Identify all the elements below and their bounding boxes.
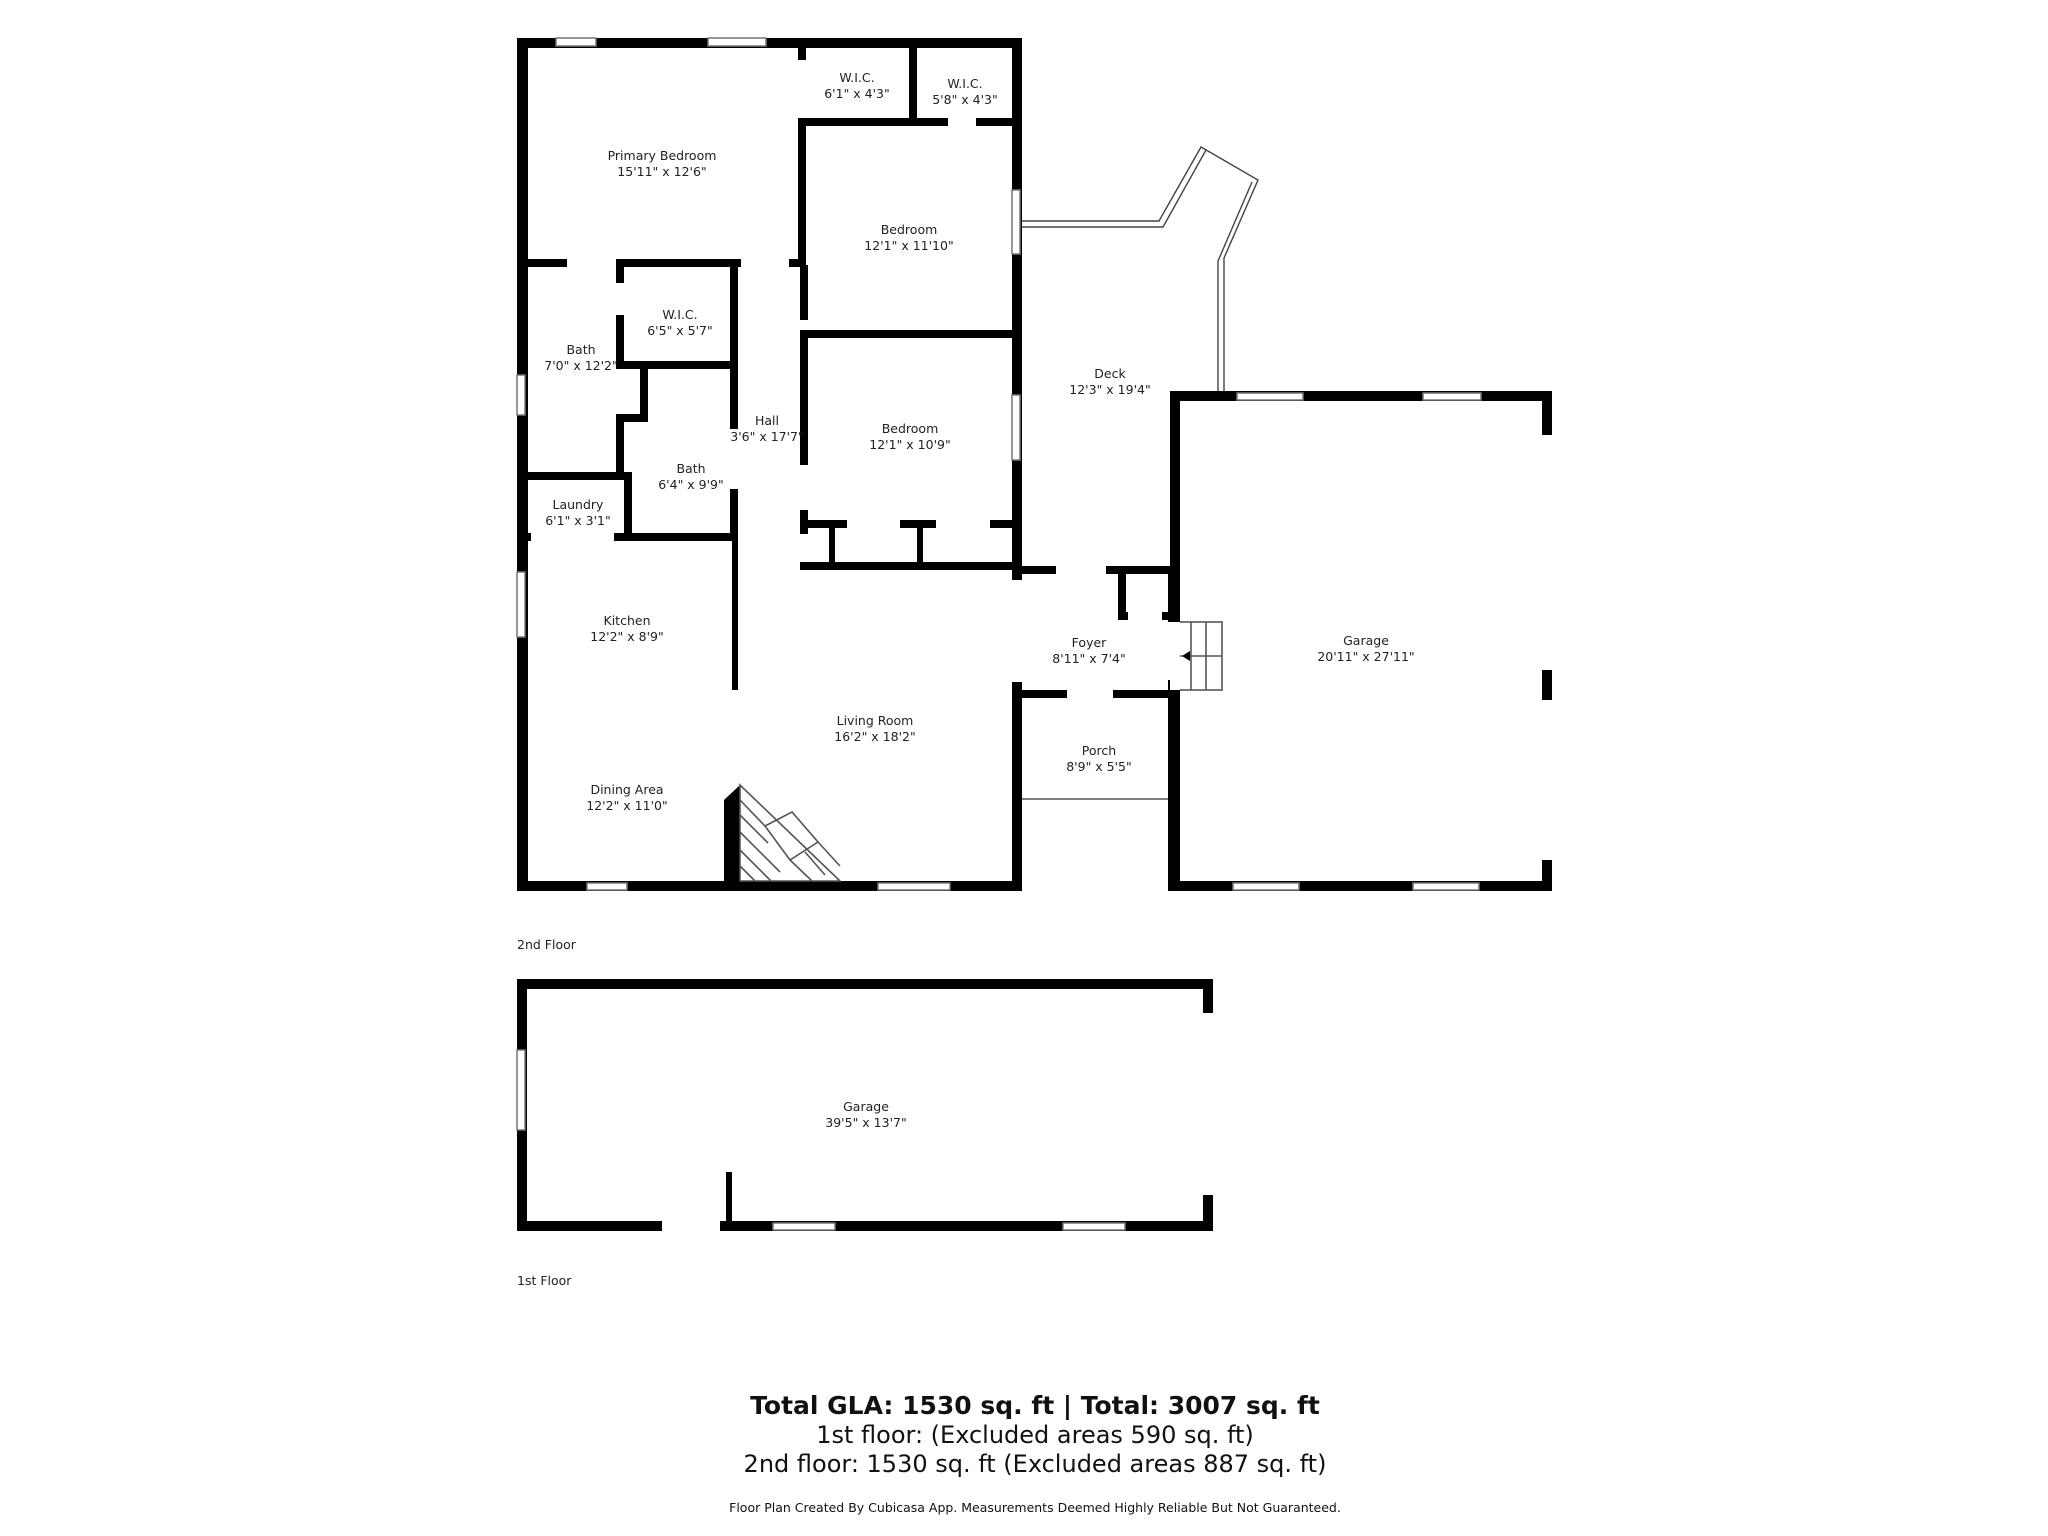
room-size: 7'0" x 12'2" [544, 358, 618, 373]
room-bedroom-2: Bedroom 12'1" x 10'9" [869, 421, 950, 453]
room-living-room: Living Room 16'2" x 18'2" [834, 713, 915, 745]
room-name: Garage [1343, 633, 1389, 648]
room-wic-1: W.I.C. 6'1" x 4'3" [824, 70, 890, 102]
room-name: W.I.C. [947, 76, 983, 91]
upper-floor-walls [516, 37, 1552, 891]
room-name: Bedroom [880, 222, 938, 237]
credit-line: Floor Plan Created By Cubicasa App. Meas… [729, 1500, 1341, 1515]
room-garage-lower: Garage 39'5" x 13'7" [825, 1099, 906, 1131]
room-name: Porch [1081, 743, 1117, 758]
room-size: 39'5" x 13'7" [825, 1115, 907, 1130]
room-name: Deck [1094, 366, 1126, 381]
room-garage-upper: Garage 20'11" x 27'11" [1317, 633, 1414, 665]
room-size: 12'2" x 11'0" [586, 798, 668, 813]
room-name: Living Room [836, 713, 914, 728]
room-size: 8'9" x 5'5" [1066, 759, 1132, 774]
room-name: Hall [754, 413, 780, 428]
room-size: 12'1" x 10'9" [869, 437, 951, 452]
room-dining-area: Dining Area 12'2" x 11'0" [586, 782, 667, 814]
summary-second-floor: 2nd floor: 1530 sq. ft (Excluded areas 8… [743, 1450, 1327, 1478]
room-name: Bath [676, 461, 706, 476]
room-size: 20'11" x 27'11" [1317, 649, 1415, 664]
room-name: Dining Area [590, 782, 664, 797]
room-size: 15'11" x 12'6" [617, 164, 707, 179]
room-name: W.I.C. [662, 307, 698, 322]
room-size: 6'1" x 4'3" [824, 86, 890, 101]
room-hall: Hall 3'6" x 17'7" [730, 413, 803, 445]
summary-first-floor: 1st floor: (Excluded areas 590 sq. ft) [816, 1421, 1254, 1449]
room-name: Bedroom [881, 421, 939, 436]
deck-railing [1022, 146, 1259, 391]
room-size: 6'5" x 5'7" [647, 323, 713, 338]
room-porch: Porch 8'9" x 5'5" [1066, 743, 1132, 775]
room-name: Foyer [1071, 635, 1107, 650]
room-bath-1: Bath 7'0" x 12'2" [544, 342, 617, 374]
room-name: Bath [566, 342, 596, 357]
room-size: 12'2" x 8'9" [590, 629, 664, 644]
lower-floor-walls [516, 979, 1213, 1231]
room-name: Garage [843, 1099, 889, 1114]
room-bath-2: Bath 6'4" x 9'9" [658, 461, 724, 493]
floor-label-upper: 2nd Floor [517, 937, 576, 952]
room-primary-bedroom: Primary Bedroom 15'11" x 12'6" [608, 148, 717, 180]
room-name: Laundry [552, 497, 604, 512]
room-laundry: Laundry 6'1" x 3'1" [545, 497, 611, 529]
room-name: Primary Bedroom [607, 148, 717, 163]
room-size: 3'6" x 17'7" [730, 429, 804, 444]
fireplace-hatch [739, 783, 842, 882]
room-size: 8'11" x 7'4" [1052, 651, 1126, 666]
room-wic-2: W.I.C. 5'8" x 4'3" [932, 76, 998, 108]
room-size: 12'3" x 19'4" [1069, 382, 1151, 397]
room-size: 6'4" x 9'9" [658, 477, 724, 492]
room-bedroom-1: Bedroom 12'1" x 11'10" [864, 222, 953, 254]
room-deck: Deck 12'3" x 19'4" [1069, 366, 1150, 398]
floor-label-lower: 1st Floor [517, 1273, 572, 1288]
room-foyer: Foyer 8'11" x 7'4" [1052, 635, 1125, 667]
summary-total: Total GLA: 1530 sq. ft | Total: 3007 sq.… [750, 1391, 1320, 1420]
room-kitchen: Kitchen 12'2" x 8'9" [590, 613, 663, 645]
room-size: 12'1" x 11'10" [864, 238, 954, 253]
room-size: 16'2" x 18'2" [834, 729, 916, 744]
room-wic-3: W.I.C. 6'5" x 5'7" [647, 307, 713, 339]
room-name: W.I.C. [839, 70, 875, 85]
room-name: Kitchen [603, 613, 651, 628]
room-size: 6'1" x 3'1" [545, 513, 611, 528]
room-size: 5'8" x 4'3" [932, 92, 998, 107]
